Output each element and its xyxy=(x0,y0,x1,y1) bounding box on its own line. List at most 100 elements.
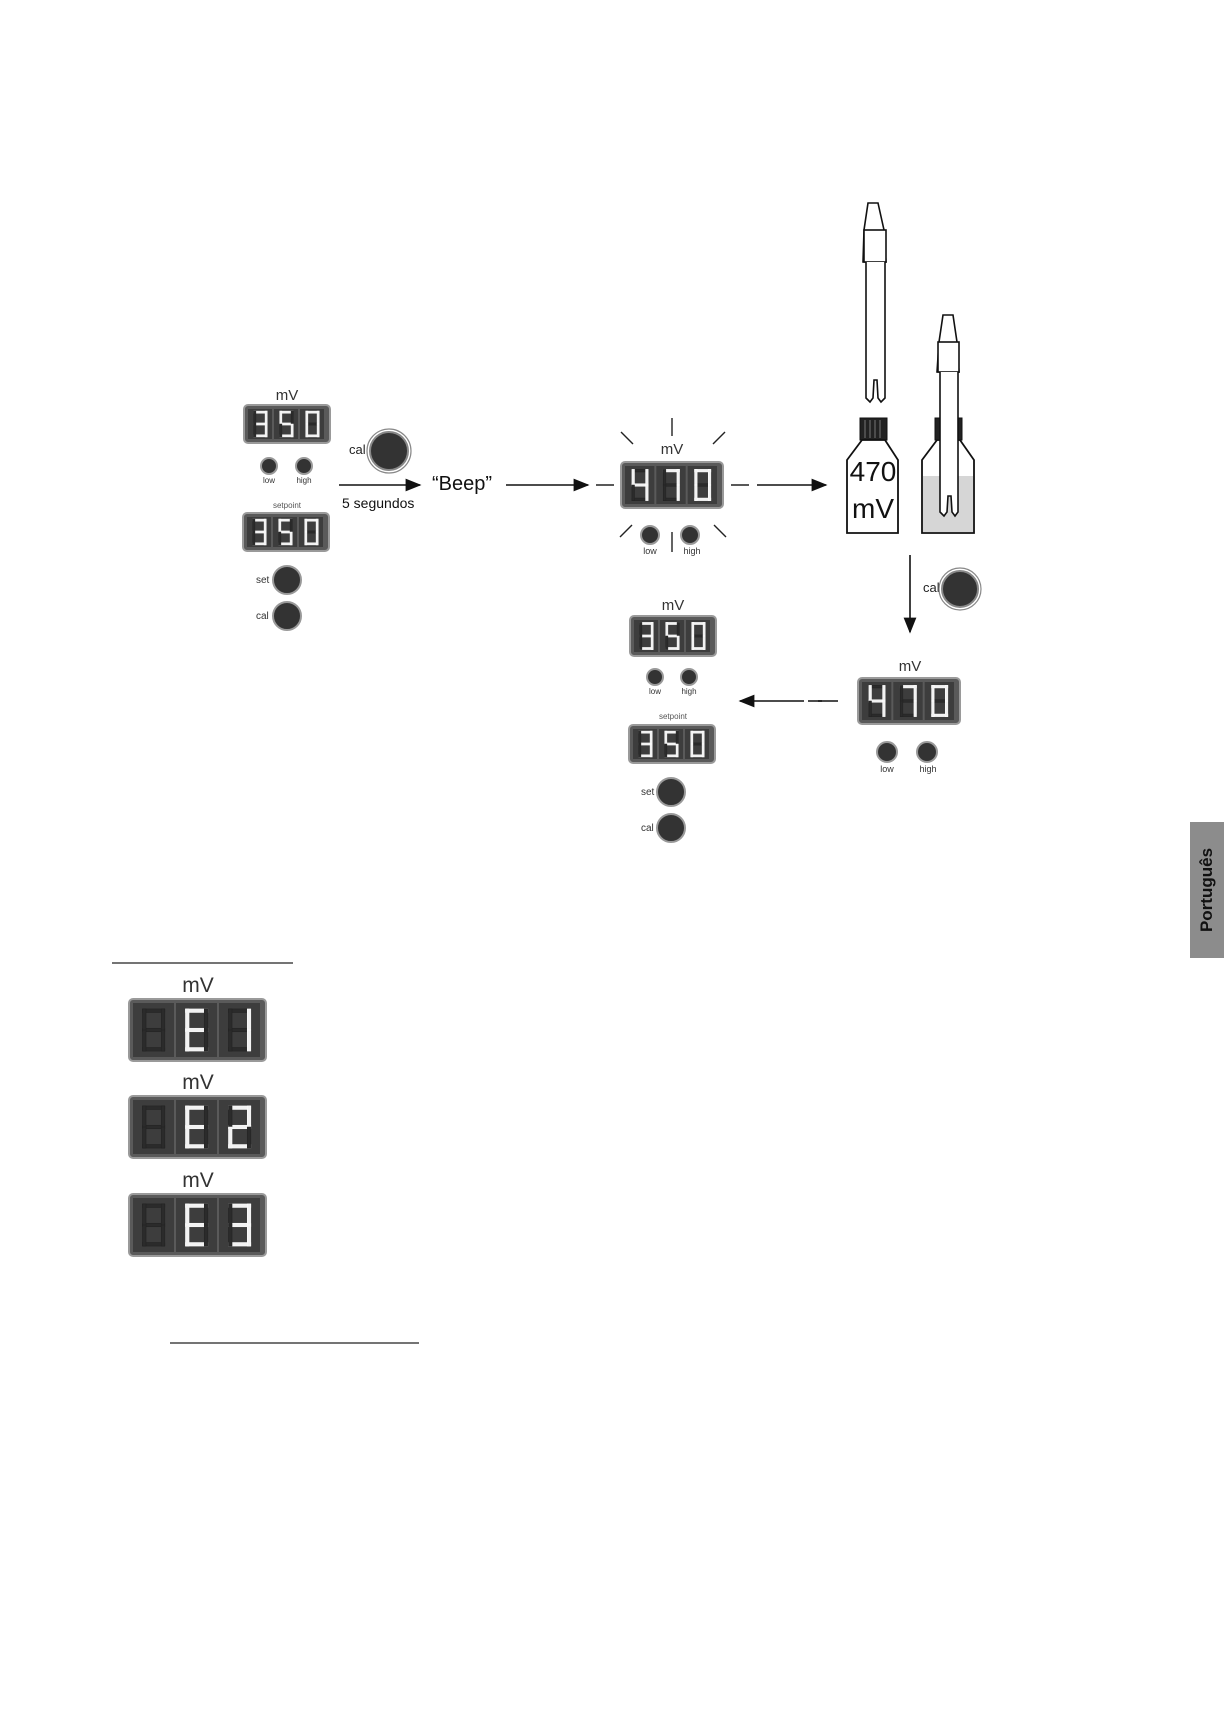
start-led-low xyxy=(261,458,277,474)
lcd-segment xyxy=(228,1030,232,1051)
lcd-segment xyxy=(161,1127,165,1148)
lcd-segment xyxy=(640,622,642,636)
buffer-value: 470 xyxy=(850,456,897,487)
error-displays: mV mV mV xyxy=(129,974,266,1256)
blink-led-low-label: low xyxy=(643,546,657,556)
lcd-segment xyxy=(932,685,935,701)
result-panel: mV low high xyxy=(740,658,960,774)
start-setpoint-display xyxy=(243,513,329,551)
lcd-segment xyxy=(253,519,255,532)
lcd-segment xyxy=(185,1127,189,1148)
language-tab[interactable]: Português xyxy=(1190,822,1224,958)
blink-led-high-label: high xyxy=(683,546,700,556)
lcd-segment xyxy=(869,685,872,701)
lcd-segment xyxy=(646,485,649,501)
lcd-segment xyxy=(695,485,698,501)
language-tab-label: Português xyxy=(1197,848,1217,932)
final-cal-label: cal xyxy=(641,823,654,834)
lcd-segment xyxy=(703,636,705,650)
final-display xyxy=(630,616,716,656)
lcd-segment xyxy=(161,1030,165,1051)
lcd-segment xyxy=(702,731,704,744)
lcd-segment xyxy=(204,1009,208,1030)
lcd-segment xyxy=(883,701,886,717)
lcd-segment xyxy=(665,731,667,744)
start-led-high xyxy=(296,458,312,474)
blinking-panel: mV low high xyxy=(596,418,826,556)
lcd-segment xyxy=(883,685,886,701)
error-3-unit: mV xyxy=(182,1169,214,1192)
lcd-segment xyxy=(204,1106,208,1127)
lcd-segment xyxy=(663,485,666,501)
lcd-segment xyxy=(677,469,680,485)
start-led-high-label: high xyxy=(296,476,311,485)
lcd-segment xyxy=(247,1127,251,1148)
lcd-segment xyxy=(228,1225,232,1246)
step1-cal-button[interactable] xyxy=(370,432,408,470)
lcd-segment xyxy=(185,1030,189,1051)
lcd-segment xyxy=(306,411,308,424)
lcd-segment xyxy=(650,744,652,757)
lcd-segment xyxy=(280,424,282,437)
step2: cal xyxy=(910,555,981,632)
final-panel: mV low high setpoint set cal xyxy=(629,597,716,842)
final-led-low xyxy=(647,669,663,685)
lcd-segment xyxy=(914,701,917,717)
lcd-segment xyxy=(247,1225,251,1246)
lcd-segment xyxy=(253,532,255,545)
lcd-segment xyxy=(228,1127,232,1148)
start-cal-button[interactable] xyxy=(273,602,301,630)
blink-led-high xyxy=(681,526,699,544)
final-setpoint-label: setpoint xyxy=(659,712,688,721)
lcd-segment xyxy=(279,532,281,545)
final-led-low-label: low xyxy=(649,687,661,696)
final-set-button[interactable] xyxy=(657,778,685,806)
error-1-unit: mV xyxy=(182,974,214,997)
final-cal-button[interactable] xyxy=(657,814,685,842)
lcd-segment xyxy=(317,424,319,437)
lcd-segment xyxy=(692,622,694,636)
lcd-segment xyxy=(247,1009,251,1030)
lcd-segment xyxy=(264,532,266,545)
step1: cal 5 segundos “Beep” xyxy=(339,429,588,511)
lcd-segment xyxy=(290,532,292,545)
lcd-segment xyxy=(291,411,293,424)
lcd-segment xyxy=(265,424,267,437)
step2-cal-button[interactable] xyxy=(942,571,978,607)
start-set-label: set xyxy=(256,575,270,586)
step1-cal-label: cal xyxy=(349,442,366,457)
lcd-segment xyxy=(317,411,319,424)
lcd-segment xyxy=(305,532,307,545)
final-led-high-label: high xyxy=(681,687,696,696)
lcd-segment xyxy=(900,701,903,717)
result-unit-label: mV xyxy=(899,658,922,675)
blink-unit-label: mV xyxy=(661,441,684,458)
final-unit-label: mV xyxy=(662,597,685,614)
lcd-segment xyxy=(264,519,266,532)
final-setpoint-display xyxy=(629,725,715,763)
lcd-segment xyxy=(914,685,917,701)
lcd-segment xyxy=(142,1030,146,1051)
lcd-segment xyxy=(247,1204,251,1225)
lcd-segment xyxy=(204,1204,208,1225)
final-led-high xyxy=(681,669,697,685)
lcd-segment xyxy=(692,636,694,650)
lcd-segment xyxy=(142,1225,146,1246)
start-set-button[interactable] xyxy=(273,566,301,594)
lcd-segment xyxy=(677,485,680,501)
result-led-high xyxy=(917,742,937,762)
start-panel: mV low high setpoint set cal xyxy=(243,387,330,630)
lcd-segment xyxy=(666,622,668,636)
lcd-segment xyxy=(695,469,698,485)
result-display xyxy=(858,678,960,724)
lcd-segment xyxy=(708,485,711,501)
lcd-segment xyxy=(666,636,668,650)
lcd-segment xyxy=(677,636,679,650)
lcd-segment xyxy=(185,1009,189,1030)
lcd-segment xyxy=(228,1009,232,1030)
result-led-low-label: low xyxy=(880,764,894,774)
lcd-segment xyxy=(228,1106,232,1127)
lcd-segment xyxy=(665,744,667,757)
lcd-segment xyxy=(305,519,307,532)
buffer-unit: mV xyxy=(852,493,894,524)
